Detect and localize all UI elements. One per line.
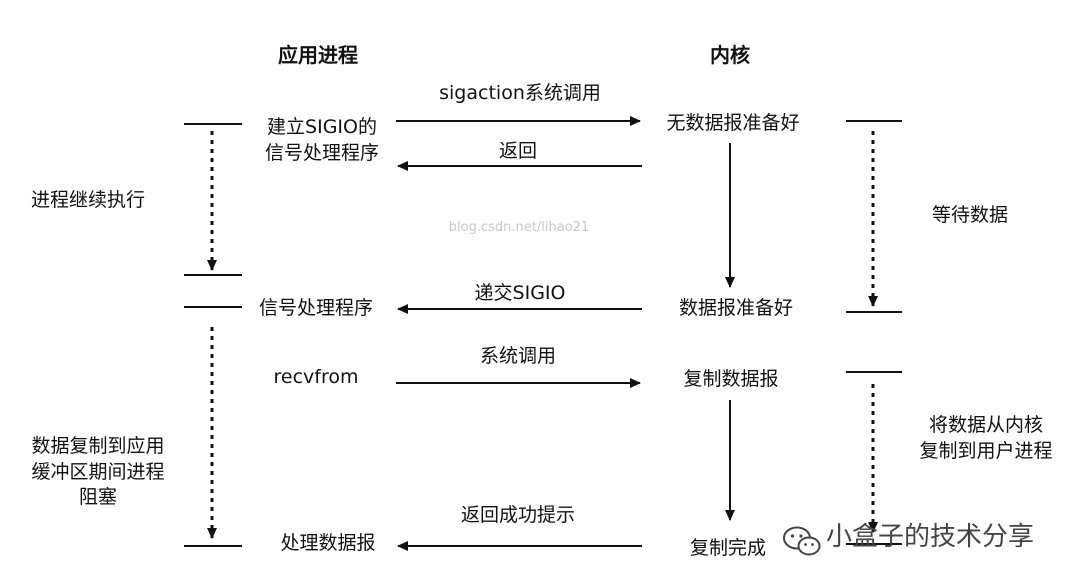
setup-handler-line1: 建立SIGIO的 bbox=[267, 116, 377, 138]
deliver-sigio-label: 递交SIGIO bbox=[474, 282, 566, 304]
recvfrom-label: recvfrom bbox=[273, 366, 359, 388]
wechat-icon bbox=[783, 526, 821, 556]
sigaction-label: sigaction系统调用 bbox=[439, 82, 601, 104]
copy-complete-label: 复制完成 bbox=[689, 537, 767, 559]
process-blocked-note: 数据复制到应用 缓冲区期间进程 阻塞 bbox=[31, 434, 164, 511]
signal-handler-label: 信号处理程序 bbox=[258, 297, 374, 319]
process-continues-note: 进程继续执行 bbox=[30, 189, 146, 211]
setup-handler-label: 建立SIGIO的 信号处理程序 bbox=[265, 115, 379, 166]
copy-to-user-note: 将数据从内核 复制到用户进程 bbox=[919, 413, 1052, 464]
brand-watermark: 小盒子的技术分享 bbox=[826, 522, 1035, 552]
kernel-header: 内核 bbox=[710, 43, 750, 67]
return-success-label: 返回成功提示 bbox=[460, 504, 576, 526]
data-ready-label: 数据报准备好 bbox=[678, 297, 794, 319]
blog-url-watermark: blog.csdn.net/lihao21 bbox=[448, 220, 590, 235]
process-blocked-line2: 缓冲区期间进程 bbox=[31, 460, 165, 483]
no-data-ready-label: 无数据报准备好 bbox=[666, 112, 800, 134]
return-label: 返回 bbox=[498, 140, 538, 162]
setup-handler-line2: 信号处理程序 bbox=[264, 141, 380, 164]
syscall-label: 系统调用 bbox=[479, 345, 557, 367]
wait-for-data-note: 等待数据 bbox=[931, 204, 1009, 226]
copy-to-user-line1: 将数据从内核 bbox=[928, 414, 1044, 436]
process-blocked-line3: 阻塞 bbox=[78, 486, 118, 509]
app-process-header: 应用进程 bbox=[278, 43, 358, 67]
copy-datagram-label: 复制数据报 bbox=[683, 368, 779, 390]
process-datagram-label: 处理数据报 bbox=[280, 532, 376, 554]
copy-to-user-line2: 复制到用户进程 bbox=[919, 439, 1053, 462]
process-blocked-line1: 数据复制到应用 bbox=[31, 435, 165, 457]
